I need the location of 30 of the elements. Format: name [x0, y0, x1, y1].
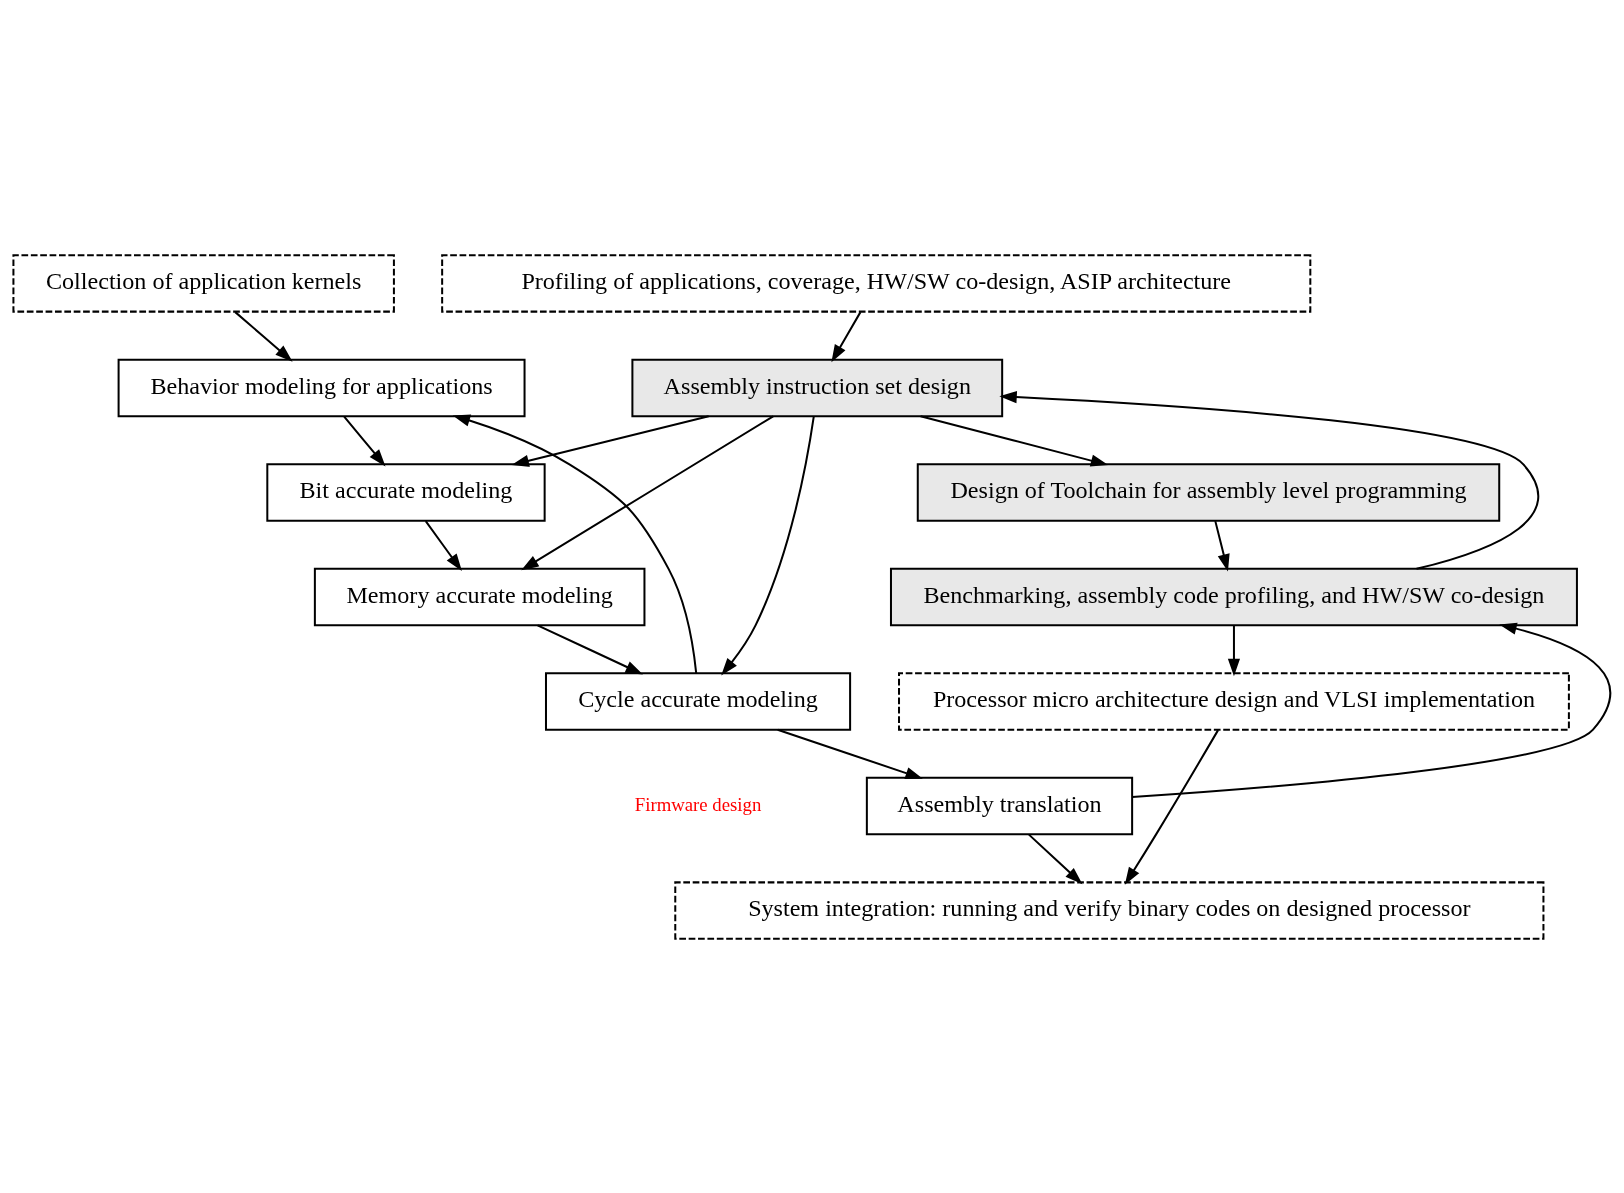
arrow [452, 414, 698, 673]
arrow [521, 414, 774, 570]
node-box: System integration: running and verify binary codes on designed processor [674, 880, 1545, 940]
arrow [537, 623, 643, 674]
node-box: Behavior modeling for applications [117, 358, 526, 417]
arrow [777, 728, 923, 779]
label: Firmware design [634, 793, 762, 815]
node-box: Cycle accurate modeling [544, 671, 852, 731]
arrow [999, 390, 1539, 570]
arrow [1028, 833, 1083, 884]
node-box: Bit accurate modeling [266, 462, 546, 522]
node-box: Memory accurate modeling [313, 567, 646, 626]
node-box: Profiling of applications, coverage, HW/SW co-design, ASIP architecture [441, 253, 1312, 313]
arrow [511, 414, 709, 467]
node-box: Collection of application kernels [12, 253, 395, 313]
arrow [234, 310, 293, 362]
arrow [424, 520, 462, 571]
arrow [1124, 729, 1219, 885]
node-box: Assembly instruction set design [631, 358, 1004, 417]
arrow [1214, 520, 1230, 572]
node-box: Assembly translation [865, 776, 1134, 835]
node-box: Processor micro architecture design and VLSI implementation [898, 671, 1570, 731]
arrow [1132, 622, 1611, 798]
arrow [721, 415, 815, 675]
arrow [1227, 625, 1241, 676]
arrow [831, 311, 862, 362]
node-box: Design of Toolchain for assembly level programming [916, 462, 1501, 522]
arrow [343, 415, 386, 466]
node-box: Benchmarking, assembly code profiling, and HW/SW co-design [889, 567, 1578, 626]
arrow [920, 414, 1109, 467]
